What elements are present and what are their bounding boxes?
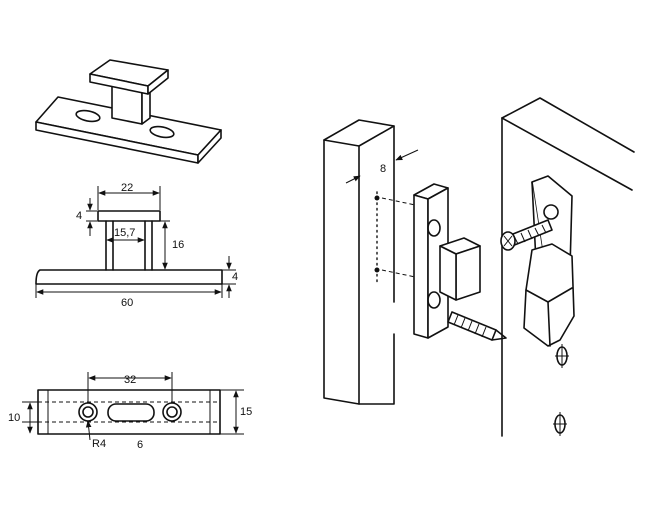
dim-stem-width: 15,7 (114, 227, 135, 239)
installation-view: 8 (323, 97, 635, 437)
dim-slot-length: 6 (137, 439, 143, 451)
catch-isometric-view (35, 59, 222, 164)
catch-top-view: 32 15 10 R4 6 (8, 372, 252, 451)
catch-side-view: 22 4 15,7 16 4 60 (35, 182, 238, 309)
dim-slot-width: 10 (8, 412, 20, 424)
dim-top-thickness: 4 (76, 210, 82, 222)
dim-hole-spacing: 32 (124, 374, 136, 386)
dim-top-width: 22 (121, 182, 133, 194)
center-mark-lower (553, 412, 567, 436)
dim-plate-width: 15 (240, 406, 252, 418)
dim-base-thickness: 4 (232, 271, 238, 283)
dim-base-length: 60 (121, 297, 133, 309)
dim-stem-height: 16 (172, 239, 184, 251)
dim-radius: R4 (92, 438, 106, 450)
center-mark-upper (555, 344, 569, 368)
dim-mount-offset: 8 (380, 163, 386, 175)
